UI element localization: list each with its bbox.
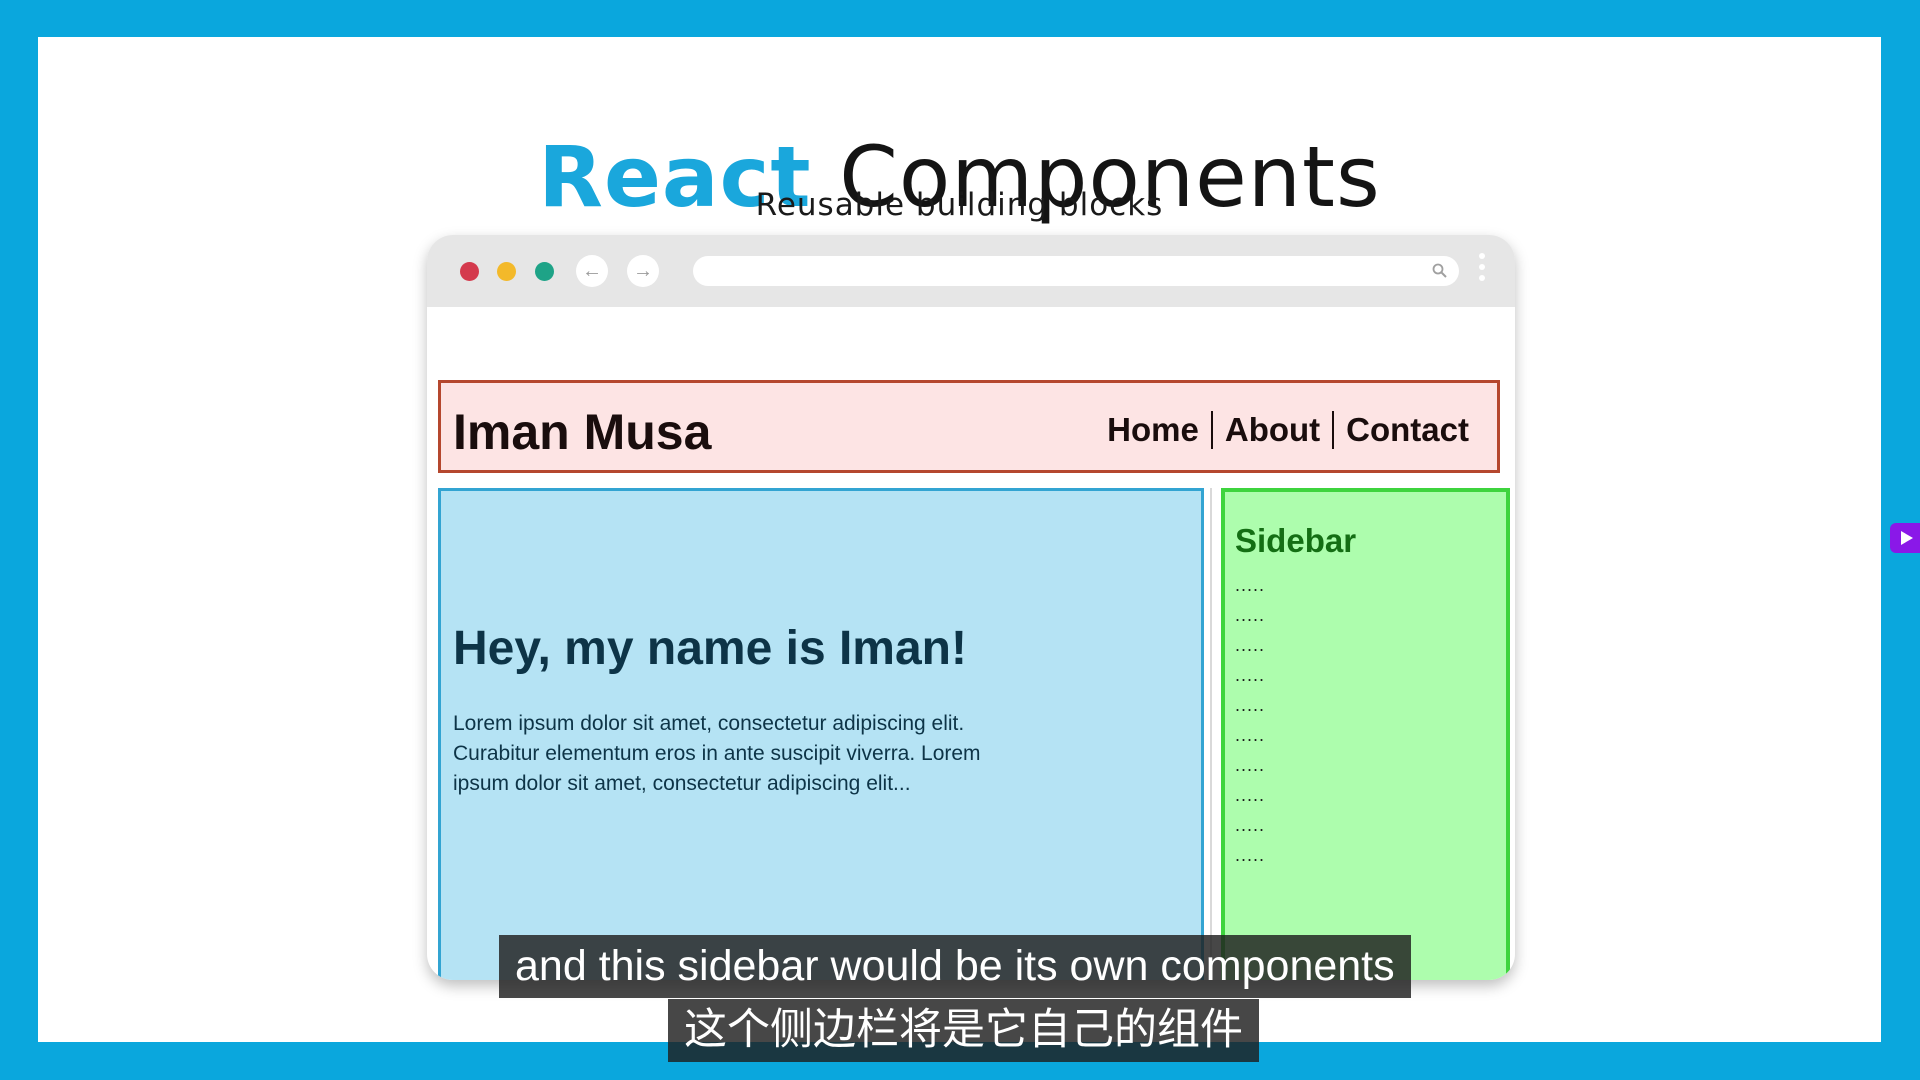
sidebar-item: ..... (1235, 815, 1266, 835)
sidebar-item: ..... (1235, 725, 1266, 745)
title-rest: Components (839, 128, 1381, 226)
browser-window: ← → Iman Musa Home About Contact (427, 235, 1515, 980)
search-icon (1432, 263, 1447, 278)
sidebar-title: Sidebar (1235, 522, 1357, 559)
slide-title: React Components (38, 127, 1881, 227)
nav-link-about[interactable]: About (1224, 411, 1321, 448)
sidebar-item: ..... (1235, 575, 1266, 595)
play-icon[interactable] (1890, 523, 1920, 553)
hero-paragraph: Lorem ipsum dolor sit amet, consectetur … (453, 712, 981, 795)
sidebar-item: ..... (1235, 785, 1266, 805)
nav-link-contact[interactable]: Contact (1346, 411, 1469, 448)
sidebar-item: ..... (1235, 605, 1266, 625)
subtitle-english: and this sidebar would be its own compon… (499, 935, 1411, 998)
sidebar: Sidebar ..... ..... ..... ..... ..... ..… (1221, 488, 1510, 980)
back-button[interactable]: ← (576, 255, 608, 287)
slide: React Components Reusable building block… (38, 37, 1881, 1042)
sidebar-item: ..... (1235, 635, 1266, 655)
slide-subtitle: Reusable building blocks (755, 187, 1164, 223)
sidebar-item: ..... (1235, 665, 1266, 685)
subtitle-chinese: 这个侧边栏将是它自己的组件 (668, 999, 1259, 1062)
site-header: Iman Musa Home About Contact (438, 380, 1500, 473)
sidebar-list: ..... ..... ..... ..... ..... ..... ....… (1235, 570, 1265, 870)
maximize-dot[interactable] (535, 262, 554, 281)
hero-heading: Hey, my name is Iman! (453, 622, 967, 675)
site-name: Iman Musa (453, 404, 712, 460)
forward-button[interactable]: → (627, 255, 659, 287)
column-divider (1210, 488, 1212, 980)
sidebar-item: ..... (1235, 845, 1266, 865)
address-bar[interactable] (693, 256, 1459, 286)
minimize-dot[interactable] (497, 262, 516, 281)
nav-divider (1210, 411, 1213, 449)
close-dot[interactable] (460, 262, 479, 281)
site-nav: Home About Contact (1095, 411, 1481, 449)
kebab-menu-icon[interactable] (1479, 253, 1487, 286)
browser-toolbar: ← → (427, 235, 1515, 307)
nav-link-home[interactable]: Home (1107, 411, 1199, 448)
nav-divider (1332, 411, 1335, 449)
sidebar-item: ..... (1235, 755, 1266, 775)
title-highlight: React (538, 128, 812, 226)
sidebar-item: ..... (1235, 695, 1266, 715)
main-content: Hey, my name is Iman! Lorem ipsum dolor … (438, 488, 1204, 980)
